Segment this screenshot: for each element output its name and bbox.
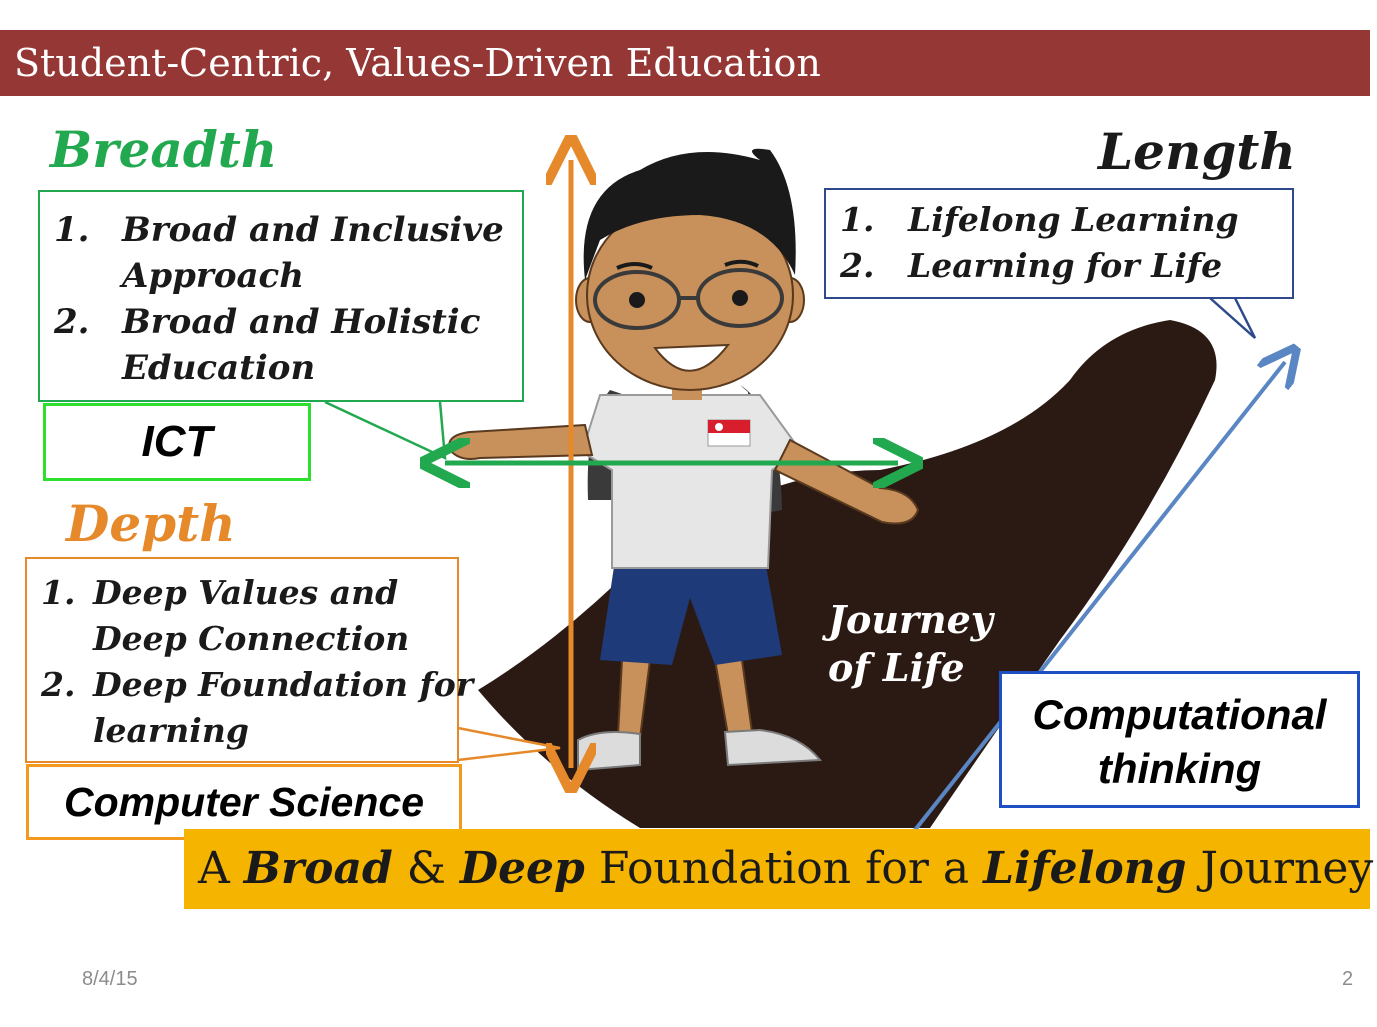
length-item-1-text: Lifelong Learning: [908, 200, 1239, 239]
foundation-text-1: A: [198, 843, 244, 894]
depth-item-1-number: 1.: [41, 573, 76, 612]
computer-science-label: Computer Science: [26, 764, 462, 840]
depth-heading: Depth: [66, 494, 236, 553]
depth-item-1-line-1: Deep Values and: [93, 573, 399, 612]
student-smile: [653, 343, 731, 372]
journey-of-life-label: Journey of Life: [828, 596, 993, 692]
breadth-callout-tail: [324, 400, 447, 461]
foundation-text-3: Foundation for a: [584, 843, 984, 894]
depth-item-1-line-2: Deep Connection: [93, 619, 410, 658]
journey-line-2: of Life: [828, 645, 965, 690]
breadth-box: 1. Broad and Inclusive Approach 2. Broad…: [38, 190, 524, 402]
length-box: 1. Lifelong Learning 2. Learning for Lif…: [824, 188, 1294, 299]
slide-title: Student-Centric, Values-Driven Education: [0, 30, 1370, 96]
depth-box: 1. Deep Values and Deep Connection 2. De…: [25, 557, 473, 763]
foundation-broad: Broad: [243, 843, 393, 894]
foundation-text-4: Journey: [1186, 843, 1374, 894]
student-shorts: [600, 560, 782, 665]
breadth-item-1-number: 1.: [54, 210, 90, 250]
breadth-item-2-line-1: Broad and Holistic: [122, 302, 481, 342]
student-shirt: [580, 394, 802, 569]
breadth-item-1-line-2: Approach: [122, 256, 304, 296]
breadth-item-1-line-1: Broad and Inclusive: [122, 210, 504, 250]
depth-item-2-line-1: Deep Foundation for: [93, 665, 474, 704]
student-shoe-left: [577, 731, 641, 772]
journey-path: [478, 320, 1217, 828]
length-arrow: [913, 362, 1285, 832]
length-callout-tail: [1209, 297, 1257, 339]
breadth-heading: Breadth: [50, 120, 278, 179]
computational-thinking-line-1: Computational: [1032, 691, 1327, 738]
depth-item-2-number: 2.: [41, 665, 76, 704]
foundation-deep: Deep: [459, 843, 585, 894]
student-hair: [583, 148, 796, 280]
breadth-item-2-number: 2.: [54, 302, 90, 342]
length-item-2-number: 2.: [840, 246, 875, 285]
computational-thinking-line-2: thinking: [1097, 745, 1262, 792]
length-item-2-text: Learning for Life: [908, 246, 1223, 285]
length-item-1-number: 1.: [840, 200, 875, 239]
foundation-lifelong: Lifelong: [983, 843, 1187, 894]
length-heading: Length: [1098, 122, 1296, 181]
computational-thinking-label: Computational thinking: [999, 671, 1360, 808]
journey-line-1: Journey: [828, 597, 993, 642]
depth-item-2-line-2: learning: [93, 711, 249, 750]
foundation-text-2: &: [392, 843, 460, 894]
slide-number: 2: [1342, 968, 1354, 990]
student-shoe-right: [723, 728, 822, 767]
ict-label: ICT: [43, 403, 311, 481]
slide-date: 8/4/15: [82, 968, 138, 990]
breadth-item-2-line-2: Education: [122, 348, 316, 388]
foundation-banner: A Broad & Deep Foundation for a Lifelong…: [184, 829, 1373, 909]
